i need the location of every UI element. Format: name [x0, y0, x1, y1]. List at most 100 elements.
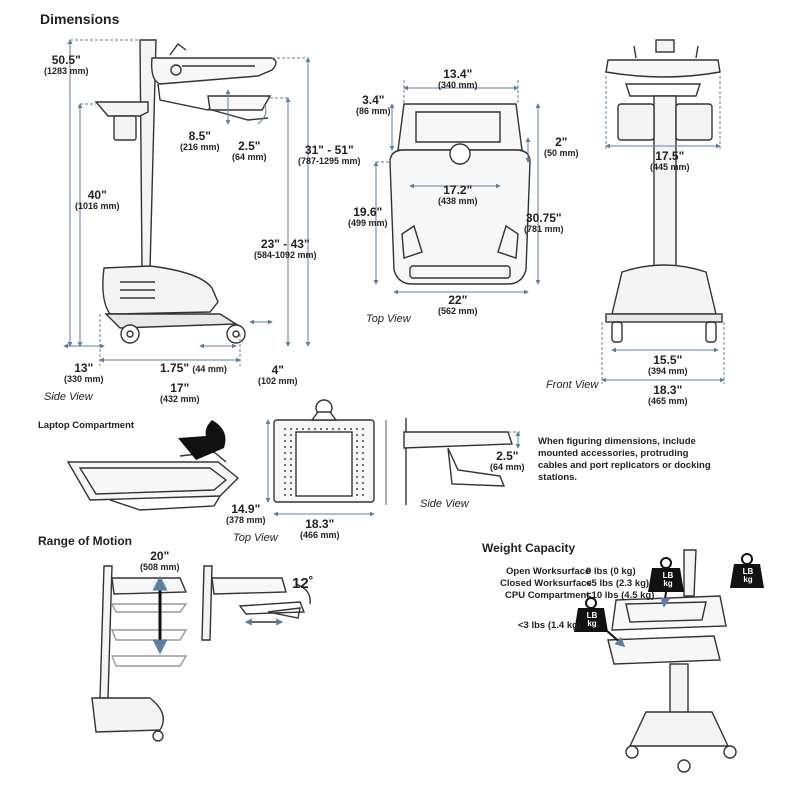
- weight-icon-unit-kg: kg: [743, 575, 753, 584]
- weight-value-closed-worksurface: <5 lbs (2.3 kg): [586, 578, 650, 589]
- weight-capacity-heading: Weight Capacity: [482, 541, 576, 555]
- side-view-cart-drawing: [94, 39, 277, 344]
- dimension-value: 19.6": [353, 205, 383, 219]
- dimension-value: 17.2": [443, 183, 473, 197]
- dimension-metric: (216 mm): [180, 142, 220, 152]
- laptop-height-dimension: 2.5" (64 mm): [490, 450, 525, 472]
- dimension-value: 50.5": [51, 53, 81, 67]
- dimensions-heading: Dimensions: [40, 11, 120, 27]
- dimension-metric: (340 mm): [438, 80, 478, 90]
- dimension-metric: (102 mm): [258, 376, 298, 386]
- rear-depth-dimension: 13" (330 mm): [64, 362, 104, 384]
- total-height-dimension: 50.5" (1283 mm): [44, 54, 89, 76]
- dimension-metric: (432 mm): [160, 394, 200, 404]
- dimension-value: 13": [74, 361, 94, 375]
- keyboard-height-dimension: 23" - 43" (584-1092 mm): [254, 238, 317, 260]
- dimension-metric: (378 mm): [226, 515, 266, 525]
- dimension-value: 30.75": [525, 211, 562, 225]
- dimension-metric: (781 mm): [524, 224, 564, 234]
- side-view-caption: Side View: [44, 391, 93, 403]
- dimension-metric: (445 mm): [650, 162, 690, 172]
- dimension-metric: (584-1092 mm): [254, 250, 317, 260]
- dimension-value: 2.5": [496, 449, 519, 463]
- weight-icon-label: LB kg: [732, 568, 764, 584]
- dimension-lines: [63, 39, 725, 517]
- laptop-top-view-caption: Top View: [233, 532, 278, 544]
- dimension-metric: (438 mm): [438, 196, 478, 206]
- weight-icon-unit-lb: LB: [742, 567, 754, 576]
- laptop-side-view-caption: Side View: [420, 498, 469, 510]
- dimension-metric: (465 mm): [648, 396, 688, 406]
- dimension-metric: (1283 mm): [44, 66, 89, 76]
- dimension-metric: (508 mm): [140, 562, 180, 572]
- dimension-value: 2.5": [238, 139, 261, 153]
- front-overall-width-dimension: 18.3" (465 mm): [648, 384, 688, 406]
- dimension-metric: (787-1295 mm): [298, 156, 361, 166]
- dimension-metric: (64 mm): [490, 462, 525, 472]
- weight-value-open-worksurface: 0 lbs (0 kg): [586, 566, 636, 577]
- base-clearance-dimension: 4" (102 mm): [258, 364, 298, 386]
- overall-depth-dimension: 30.75" (781 mm): [524, 212, 564, 234]
- weight-icon-label: LB kg: [576, 612, 608, 628]
- dimension-metric: (50 mm): [544, 148, 579, 158]
- weight-icon-unit-kg: kg: [587, 619, 597, 628]
- laptop-top-view-drawing: [273, 399, 387, 505]
- range-of-motion-heading: Range of Motion: [38, 534, 132, 548]
- dimension-value: 8.5": [188, 129, 211, 143]
- weight-label-closed-worksurface: Closed Worksurface: [500, 578, 592, 589]
- dimension-metric: (86 mm): [356, 106, 391, 116]
- front-view-cart-drawing: [605, 39, 723, 343]
- dimension-metric: (394 mm): [648, 366, 688, 376]
- dimension-value: 18.3": [305, 517, 335, 531]
- weight-label-cpu-compartment: CPU Compartment: [505, 590, 590, 601]
- weight-label-open-worksurface: Open Worksurface: [506, 566, 591, 577]
- handle-height-dimension: 40" (1016 mm): [75, 189, 120, 211]
- dimension-value: 14.9": [231, 502, 261, 516]
- dimension-note: When figuring dimensions, include mounte…: [538, 436, 711, 483]
- laptop-arrow-icon: [178, 420, 226, 460]
- dimension-value: 1.75": [160, 361, 190, 375]
- dimension-value: 17.5": [655, 149, 685, 163]
- dimension-metric: (330 mm): [64, 374, 104, 384]
- dimension-metric: (499 mm): [348, 218, 388, 228]
- base-width-dimension: 15.5" (394 mm): [648, 354, 688, 376]
- tray-depth-dimension: 19.6" (499 mm): [348, 206, 388, 228]
- weight-value-cpu-compartment: <10 lbs (4.5 kg): [586, 590, 655, 601]
- dimension-value: 40": [87, 188, 107, 202]
- top-worksurface-width-dimension: 13.4" (340 mm): [438, 68, 478, 90]
- caster-offset-dimension: 1.75" (44 mm): [160, 362, 227, 374]
- weight-icon-keyboard-tray: [574, 597, 608, 632]
- base-depth-dimension: 17" (432 mm): [160, 382, 200, 404]
- dimension-value: 22": [448, 293, 468, 307]
- dimension-value: 13.4": [443, 67, 473, 81]
- laptop-width-dimension: 18.3" (466 mm): [300, 518, 340, 540]
- front-view-caption: Front View: [546, 379, 599, 391]
- tray-width-dimension: 17.2" (438 mm): [438, 184, 478, 206]
- dimension-value: 31" - 51": [304, 143, 354, 157]
- weight-icon-unit-kg: kg: [663, 579, 673, 588]
- tilt-angle: 12˚: [292, 575, 314, 592]
- tray-drop-dimension: 8.5" (216 mm): [180, 130, 220, 152]
- dimension-value: 20": [150, 549, 170, 563]
- dimension-metric: (64 mm): [232, 152, 267, 162]
- dimension-value: 15.5": [653, 353, 683, 367]
- dimension-value: 17": [170, 381, 190, 395]
- dimension-value: 2": [555, 135, 568, 149]
- dimension-value: 23" - 43": [260, 237, 310, 251]
- weight-icon-worksurface: [648, 557, 684, 592]
- dimension-value: 4": [271, 363, 284, 377]
- range-of-motion-drawing: [91, 565, 311, 742]
- overall-width-dimension: 22" (562 mm): [438, 294, 478, 316]
- travel-dimension: 20" (508 mm): [140, 550, 180, 572]
- dimension-value: 3.4": [362, 93, 385, 107]
- weight-icon-cpu: [730, 553, 764, 588]
- laptop-side-view-drawing: [403, 418, 513, 505]
- weight-value-keyboard-tray: <3 lbs (1.4 kg): [518, 620, 582, 631]
- dimension-metric: (44 mm): [192, 364, 227, 374]
- dimension-metric: (562 mm): [438, 306, 478, 316]
- weight-capacity-cart-drawing: [607, 549, 737, 773]
- front-lip-dimension: 2" (50 mm): [544, 136, 579, 158]
- dimension-metric: (466 mm): [300, 530, 340, 540]
- laptop-compartment-heading: Laptop Compartment: [38, 420, 135, 431]
- laptop-compartment-drawing: [66, 451, 240, 511]
